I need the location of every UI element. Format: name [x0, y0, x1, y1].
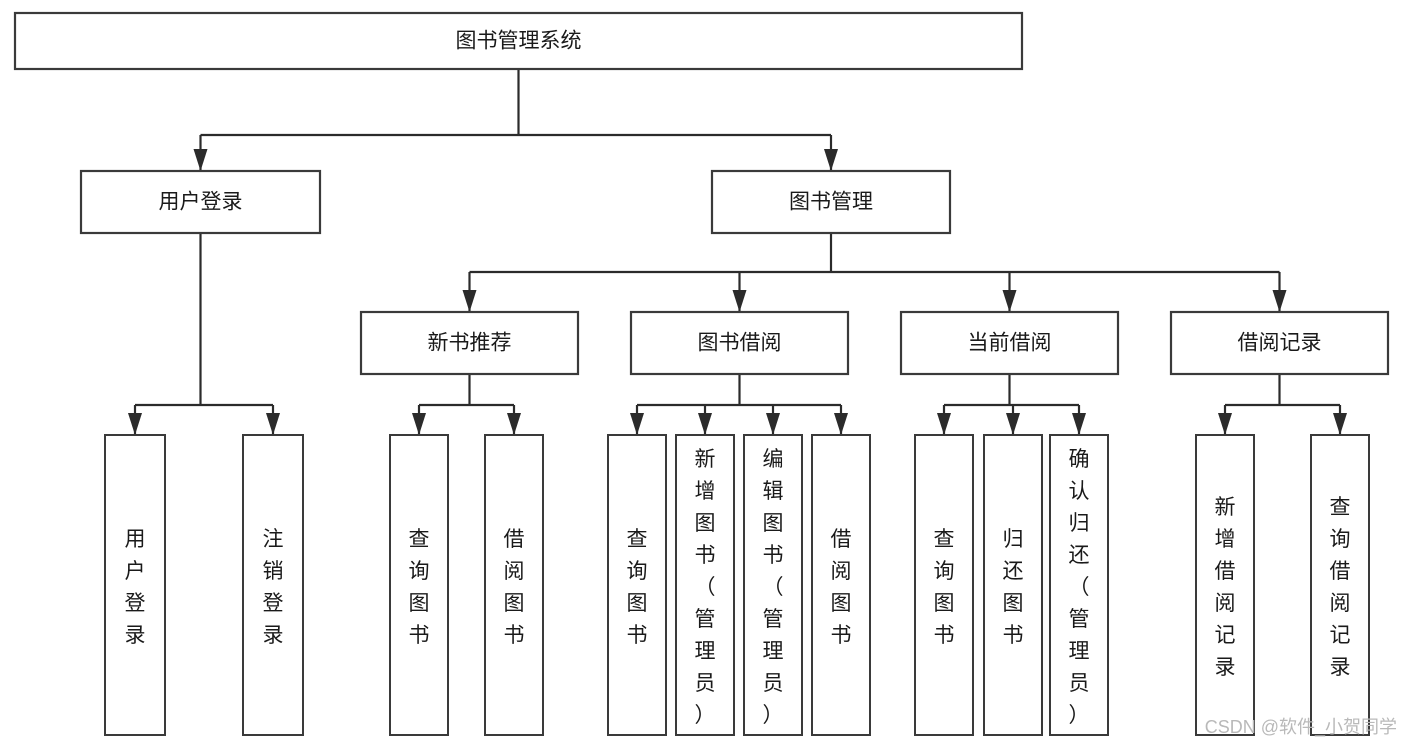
node-box — [484, 434, 544, 736]
arrow-head-icon — [462, 290, 477, 312]
node-box — [899, 310, 1120, 376]
node-layer: 图书管理系统用户登录图书管理新书推荐图书借阅当前借阅借阅记录用户登录注销登录查询… — [13, 11, 1390, 736]
node-borrow-record[interactable]: 借阅记录 — [1169, 310, 1390, 376]
node-current-borrow[interactable]: 当前借阅 — [899, 310, 1120, 376]
node-label: 当前借阅 — [968, 332, 1052, 355]
node-box — [983, 434, 1043, 736]
node-label: 借阅记录 — [1238, 332, 1322, 355]
node-leaf-return-book[interactable]: 归还图书 — [983, 434, 1043, 736]
node-leaf-add-book[interactable]: 新增图书（管理员） — [675, 434, 735, 736]
node-box — [1310, 434, 1370, 736]
node-label: 新增图书（管理员） — [695, 448, 716, 727]
node-label: 用户登录 — [159, 191, 243, 214]
node-box — [629, 310, 850, 376]
node-leaf-query-book-3[interactable]: 查询图书 — [914, 434, 974, 736]
arrow-head-icon — [128, 413, 142, 435]
node-leaf-add-record[interactable]: 新增借阅记录 — [1195, 434, 1255, 736]
arrow-head-icon — [507, 413, 521, 435]
arrow-head-icon — [834, 413, 848, 435]
node-leaf-borrow-book-1[interactable]: 借阅图书 — [484, 434, 544, 736]
node-new-book-recommend[interactable]: 新书推荐 — [359, 310, 580, 376]
node-label: 查询图书 — [409, 528, 430, 647]
node-label: 借阅图书 — [504, 528, 525, 647]
arrow-head-icon — [1272, 290, 1287, 312]
node-label: 图书借阅 — [698, 332, 782, 355]
node-box — [675, 434, 735, 736]
node-box — [359, 310, 580, 376]
arrow-head-icon — [412, 413, 426, 435]
node-box — [811, 434, 871, 736]
node-label: 用户登录 — [125, 528, 146, 647]
node-label: 注销登录 — [263, 528, 284, 647]
node-leaf-logout[interactable]: 注销登录 — [242, 434, 304, 736]
node-label: 确认归还（管理员） — [1069, 448, 1090, 727]
arrow-head-icon — [1006, 413, 1020, 435]
arrow-head-icon — [193, 149, 208, 171]
node-book-borrow[interactable]: 图书借阅 — [629, 310, 850, 376]
arrow-head-icon — [1218, 413, 1232, 435]
node-box — [1195, 434, 1255, 736]
node-label: 新书推荐 — [428, 332, 512, 355]
node-box — [1169, 310, 1390, 376]
node-box — [389, 434, 449, 736]
node-book-manage[interactable]: 图书管理 — [710, 169, 952, 235]
arrow-head-icon — [937, 413, 951, 435]
node-label: 借阅图书 — [831, 528, 852, 647]
node-box — [914, 434, 974, 736]
node-label: 新增借阅记录 — [1215, 496, 1236, 679]
connector-layer — [128, 69, 1347, 435]
node-label: 查询图书 — [934, 528, 955, 647]
node-box — [607, 434, 667, 736]
arrow-head-icon — [266, 413, 280, 435]
node-box — [242, 434, 304, 736]
node-box — [13, 11, 1024, 71]
node-label: 查询借阅记录 — [1330, 496, 1351, 679]
node-leaf-edit-book[interactable]: 编辑图书（管理员） — [743, 434, 803, 736]
node-box — [743, 434, 803, 736]
node-box — [1049, 434, 1109, 736]
node-leaf-query-book-2[interactable]: 查询图书 — [607, 434, 667, 736]
node-label: 编辑图书（管理员） — [763, 448, 784, 727]
node-box — [710, 169, 952, 235]
arrow-head-icon — [698, 413, 712, 435]
csdn-watermark: CSDN @软件_小贺同学 — [1205, 717, 1397, 738]
node-box — [79, 169, 322, 235]
arrow-head-icon — [1002, 290, 1017, 312]
node-root[interactable]: 图书管理系统 — [13, 11, 1024, 71]
arrow-head-icon — [630, 413, 644, 435]
node-leaf-query-record[interactable]: 查询借阅记录 — [1310, 434, 1370, 736]
node-user-login[interactable]: 用户登录 — [79, 169, 322, 235]
arrow-head-icon — [732, 290, 747, 312]
node-label: 图书管理系统 — [456, 30, 582, 53]
node-label: 查询图书 — [627, 528, 648, 647]
arrow-head-icon — [824, 149, 838, 171]
node-leaf-query-book-1[interactable]: 查询图书 — [389, 434, 449, 736]
arrow-head-icon — [766, 413, 780, 435]
node-label: 归还图书 — [1003, 528, 1024, 647]
node-leaf-user-login[interactable]: 用户登录 — [104, 434, 166, 736]
node-leaf-borrow-book-2[interactable]: 借阅图书 — [811, 434, 871, 736]
arrow-head-icon — [1333, 413, 1347, 435]
node-box — [104, 434, 166, 736]
node-leaf-confirm-return[interactable]: 确认归还（管理员） — [1049, 434, 1109, 736]
arrow-head-icon — [1072, 413, 1086, 435]
node-label: 图书管理 — [789, 191, 873, 214]
